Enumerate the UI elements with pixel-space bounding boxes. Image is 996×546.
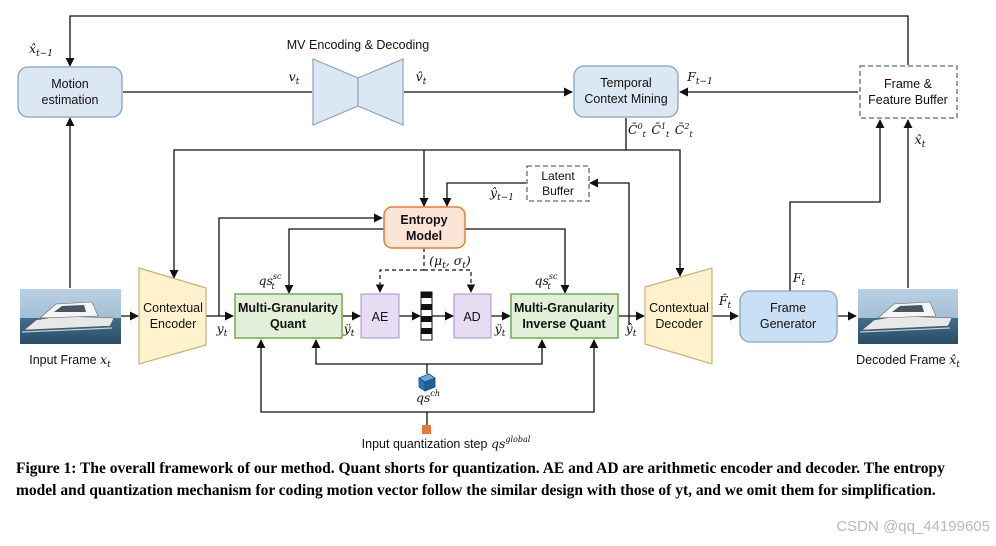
label-yhat-t-minus-1: ŷt−1 <box>489 185 514 203</box>
label-Fhat-t: F̂t <box>718 293 732 311</box>
mv-codec-title: MV Encoding & Decoding <box>287 38 429 52</box>
label-contexts: C̄0t C̄1t C̄2t <box>628 122 693 140</box>
arrow-entropy-to-invquant <box>465 228 570 294</box>
label-Ft-1: Ft−1 <box>686 69 713 87</box>
frame-generator-line2: Generator <box>760 317 816 331</box>
label-vhat-t: v̂t <box>416 69 427 87</box>
label-yddot-right: ÿt <box>494 321 506 339</box>
frame-buffer-block: Frame & Feature Buffer <box>859 65 958 119</box>
temporal-context-line2: Context Mining <box>584 92 667 106</box>
frame-buffer-line1: Frame & <box>884 77 933 91</box>
bitstream-icon <box>420 291 433 341</box>
mg-quant-line1: Multi-Granularity <box>238 301 338 315</box>
frame-generator-block: Frame Generator <box>739 290 838 343</box>
motion-estimation-line2: estimation <box>42 93 99 107</box>
mg-inverse-quant-line1: Multi-Granularity <box>514 301 614 315</box>
dashed-connections <box>375 248 476 293</box>
ae-label: AE <box>372 310 389 324</box>
entropy-model-line1: Entropy <box>400 213 447 227</box>
motion-estimation-line1: Motion <box>51 77 89 91</box>
mg-inverse-quant-line2: Inverse Quant <box>522 317 606 331</box>
ad-label: AD <box>463 310 480 324</box>
arrow-feedback-xhat <box>65 15 909 67</box>
mg-quant-line2: Quant <box>270 317 307 331</box>
channel-cube-icon <box>418 373 436 392</box>
contextual-decoder-line2: Decoder <box>655 317 702 331</box>
arrow-latent-to-entropy <box>442 182 526 207</box>
label-qs-ch: qsch <box>416 389 440 405</box>
label-Ft: Ft <box>792 270 806 288</box>
arrow-entropy-to-quant <box>284 228 384 294</box>
label-input-qstep: Input quantization step qsglobal <box>362 435 531 451</box>
connections <box>65 15 913 425</box>
quantization-step-marker-icon <box>422 425 431 434</box>
label-mu-sigma: (μt, σt) <box>429 253 471 271</box>
arrow-Ft-to-buffer <box>789 119 885 291</box>
frame-buffer-line2: Feature Buffer <box>868 93 948 107</box>
input-frame-image <box>20 289 121 344</box>
motion-estimation-block: Motion estimation <box>17 66 123 118</box>
arithmetic-encoder-block: AE <box>360 293 400 339</box>
contextual-encoder-line2: Encoder <box>150 317 197 331</box>
mv-decoder-shape <box>357 58 404 126</box>
contextual-decoder-line1: Contextual <box>649 301 709 315</box>
label-yddot-left: ÿt <box>343 321 355 339</box>
mv-codec-block: MV Encoding & Decoding <box>287 38 429 126</box>
label-vt: vt <box>289 69 300 87</box>
contextual-encoder-block: Contextual Encoder <box>138 267 207 365</box>
mg-quant-block: Multi-Granularity Quant <box>234 293 343 339</box>
label-decoded-frame: Decoded Frame x̂t <box>856 352 960 370</box>
contextual-encoder-line1: Contextual <box>143 301 203 315</box>
entropy-model-line2: Model <box>406 229 442 243</box>
encoder-trapezoid-icon <box>138 267 207 365</box>
entropy-model-block: Entropy Model <box>383 206 466 249</box>
arrow-context-to-decoder <box>626 149 685 277</box>
latent-buffer-line2: Buffer <box>542 184 574 198</box>
arrow-musigma-to-ad <box>424 269 476 293</box>
watermark: CSDN @qq_44199605 <box>836 518 990 535</box>
mv-encoder-shape <box>312 58 359 126</box>
label-yt: yt <box>216 321 228 339</box>
arrow-qsglobal-to-quant <box>256 339 427 413</box>
arrow-qsch-to-invquant <box>427 339 547 365</box>
arrow-qsglobal-to-invquant <box>427 339 599 413</box>
arrow-yt-to-entropy <box>218 213 383 316</box>
frame-generator-line1: Frame <box>770 301 806 315</box>
arrow-context-to-encoder <box>169 149 626 279</box>
contextual-decoder-block: Contextual Decoder <box>644 267 713 365</box>
latent-buffer-line1: Latent <box>541 169 575 183</box>
mg-inverse-quant-block: Multi-Granularity Inverse Quant <box>510 293 619 339</box>
arithmetic-decoder-block: AD <box>453 293 492 339</box>
arrow-qsch-to-quant <box>311 339 427 365</box>
math-labels: x̂t−1 vt v̂t Ft−1 C̄0t C̄1t C̄2t ŷt−1 x̂… <box>29 41 960 451</box>
arrow-yhat-to-latent <box>589 178 630 325</box>
label-xhat-t-buffer: x̂t <box>915 132 926 150</box>
arrow-musigma-to-ae <box>375 269 424 293</box>
label-yhat-t: ŷt <box>625 321 637 339</box>
temporal-context-block: Temporal Context Mining <box>573 65 679 118</box>
decoded-frame-image <box>858 289 958 344</box>
temporal-context-line1: Temporal <box>600 76 651 90</box>
label-input-frame: Input Frame xt <box>29 352 111 370</box>
figure-caption: Figure 1: The overall framework of our m… <box>16 460 945 499</box>
decoder-trapezoid-icon <box>644 267 713 365</box>
latent-buffer-block: Latent Buffer <box>526 165 590 202</box>
label-xhat-t-minus-1: x̂t−1 <box>29 41 53 59</box>
